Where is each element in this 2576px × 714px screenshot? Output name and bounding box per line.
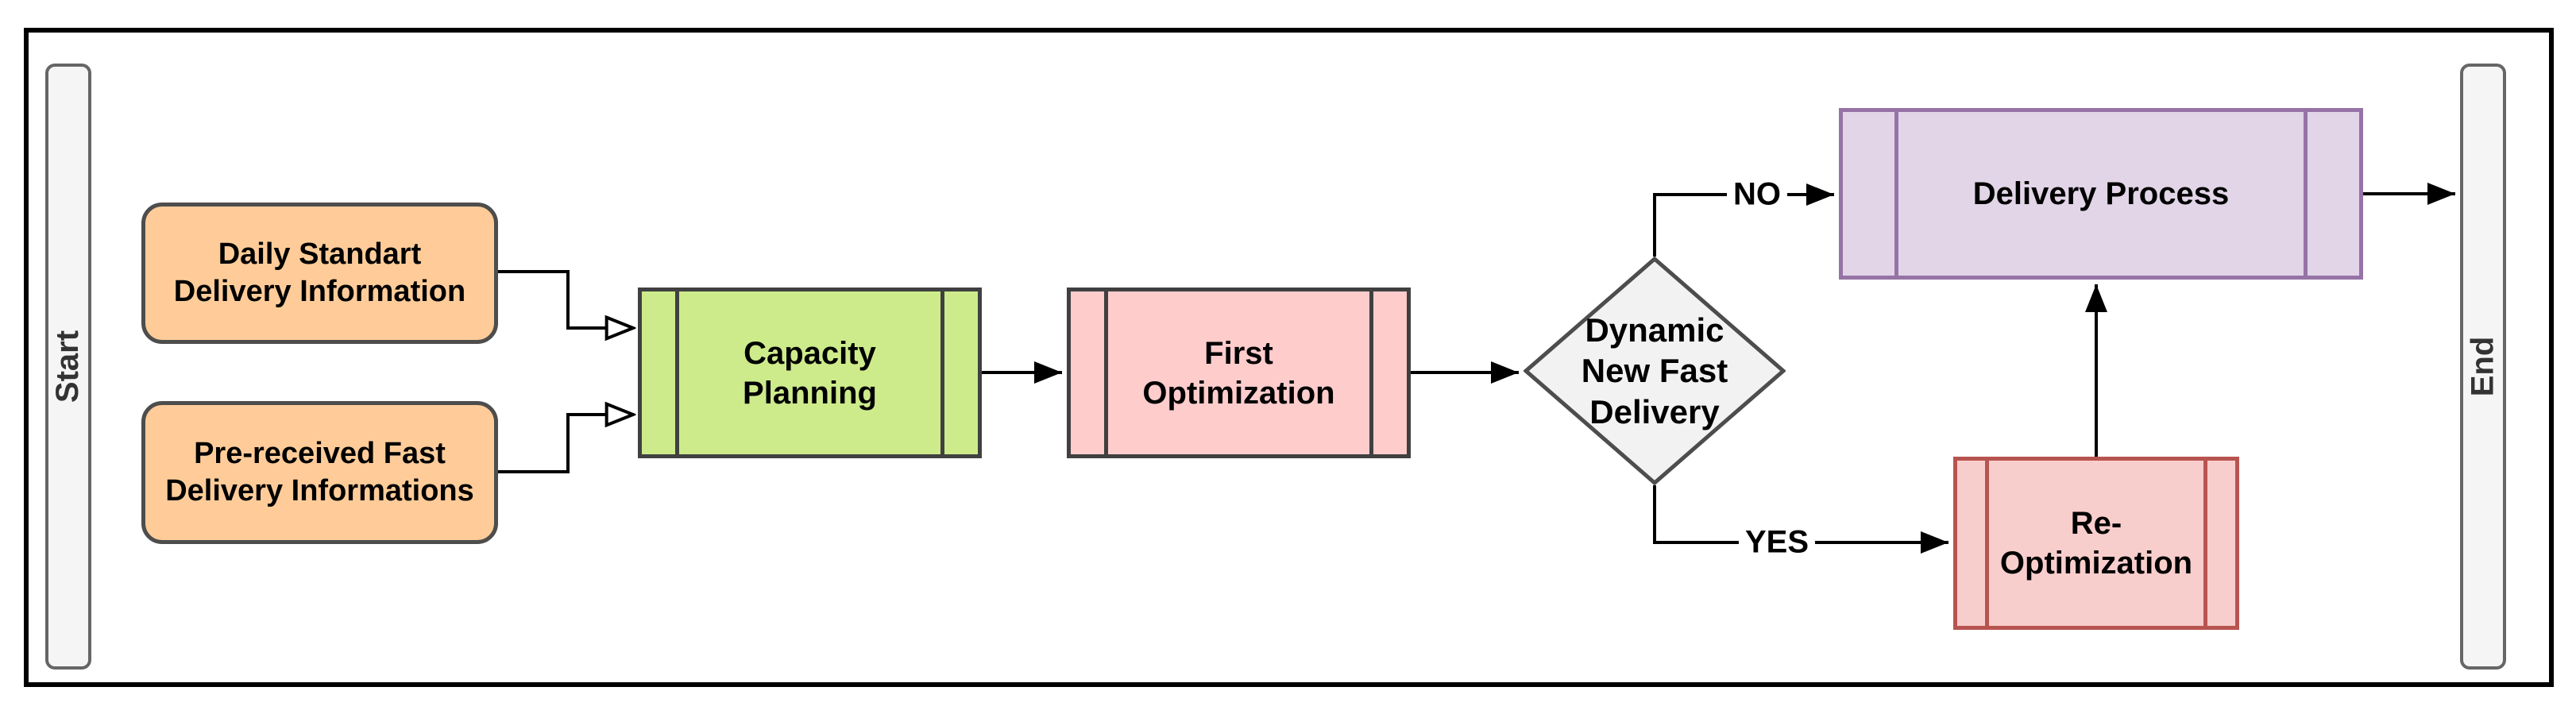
process-side-bar <box>675 291 680 454</box>
process-side-bar <box>1369 291 1373 454</box>
node-label: First Optimization <box>1142 335 1335 411</box>
node-capacity-planning: Capacity Planning <box>638 288 982 458</box>
node-dynamic-new-fast-delivery-decision: Dynamic New Fast Delivery <box>1524 257 1786 485</box>
process-side-bar <box>940 291 944 454</box>
process-side-bar <box>2203 461 2207 626</box>
diamond-polygon <box>1524 257 1786 485</box>
node-label: Capacity Planning <box>743 335 877 411</box>
edge-label-yes: YES <box>1738 524 1816 561</box>
process-side-bar <box>1985 461 1989 626</box>
node-pre-received-fast-delivery-informations: Pre-received Fast Delivery Informations <box>141 401 498 544</box>
node-delivery-process: Delivery Process <box>1839 108 2363 280</box>
process-side-bar <box>1894 112 1898 276</box>
node-label: Pre-received Fast Delivery Informations <box>165 436 474 508</box>
edge-label-no: NO <box>1727 176 1787 213</box>
process-side-bar <box>2304 112 2308 276</box>
node-label: Delivery Process <box>1972 176 2230 211</box>
process-side-bar <box>1104 291 1109 454</box>
decision-diamond-shape <box>1524 257 1786 485</box>
node-label: Daily Standart Delivery Information <box>173 237 466 309</box>
node-first-optimization: First Optimization <box>1067 288 1411 458</box>
start-lane: Start <box>45 64 91 670</box>
start-lane-label: Start <box>50 330 86 403</box>
node-re-optimization: Re- Optimization <box>1953 457 2239 630</box>
end-lane-label: End <box>2465 336 2501 397</box>
node-daily-standard-delivery-information: Daily Standart Delivery Information <box>141 203 498 344</box>
node-label: Dynamic New Fast Delivery <box>1581 311 1728 430</box>
node-label: Re- Optimization <box>1999 506 2193 581</box>
end-lane: End <box>2460 64 2506 670</box>
